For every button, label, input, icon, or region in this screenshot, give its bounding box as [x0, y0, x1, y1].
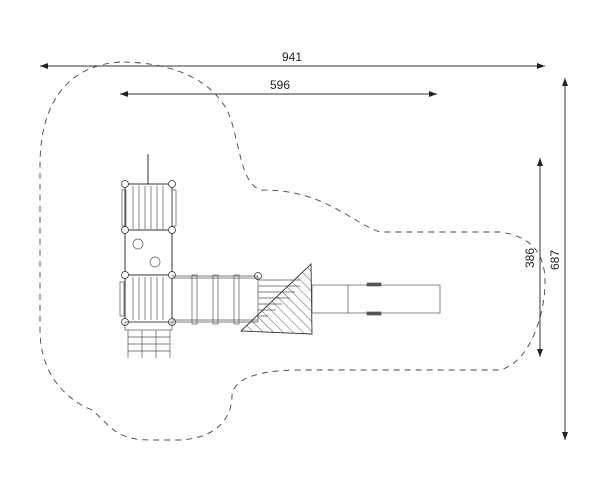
dimension-label: 687 — [548, 250, 562, 270]
dimension-structure-depth: 386 — [523, 158, 543, 357]
dimension-label: 386 — [523, 248, 537, 268]
dimension-label: 596 — [270, 78, 290, 92]
top-tower-deck — [124, 183, 173, 231]
ladder — [124, 321, 173, 358]
middle-deck — [124, 229, 173, 276]
play-structure — [119, 154, 441, 358]
dimension-label: 941 — [282, 50, 302, 64]
bridge — [172, 274, 258, 325]
slide — [311, 282, 441, 316]
slide-roof — [239, 262, 313, 335]
dimension-structure-width: 596 — [120, 78, 437, 97]
safety-zone-outline — [39, 61, 546, 441]
lower-tower-deck — [124, 274, 173, 323]
dimension-overall-width: 941 — [40, 50, 545, 69]
dimension-overall-depth: 687 — [548, 78, 568, 440]
